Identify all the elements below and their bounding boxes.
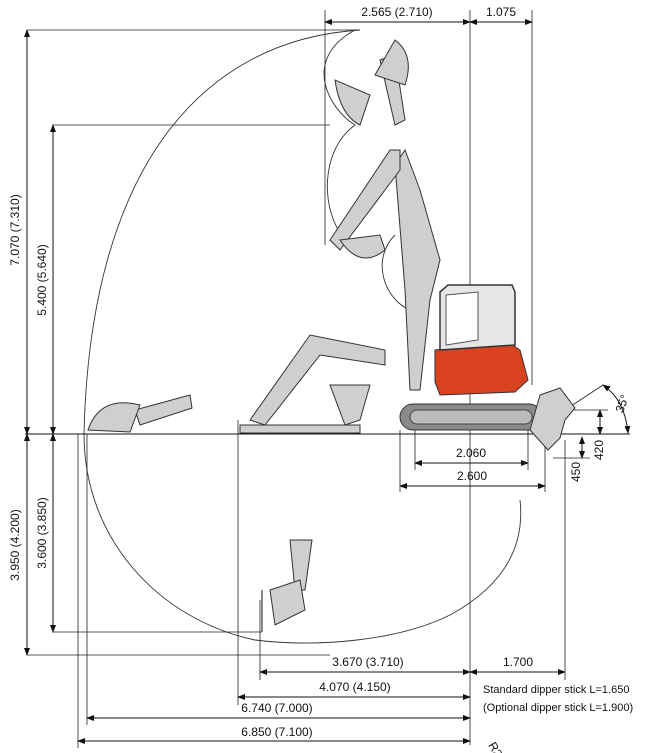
dim-top-tail: 1.075	[486, 5, 516, 19]
dim-radius-label: R2	[485, 740, 505, 753]
bucket-top	[334, 39, 409, 126]
arm-deep	[289, 539, 313, 591]
bucket-raised	[339, 234, 386, 259]
dim-tail-radius: 1.700	[503, 655, 533, 669]
dim-max-digging-depth: 3.950 (4.200)	[8, 509, 22, 580]
note-standard-stick: Standard dipper stick L=1.650	[483, 684, 629, 696]
dim-blade-angle: 35°	[613, 393, 632, 415]
dim-reach-at-depth: 4.070 (4.150)	[319, 680, 390, 694]
dim-vertical-wall-depth: 3.600 (3.850)	[35, 497, 49, 568]
inner-arc	[323, 29, 356, 241]
dim-top-reach: 2.565 (2.710)	[361, 5, 432, 19]
boom	[394, 148, 441, 391]
dim-blade-lift: 420	[592, 440, 606, 460]
dim-max-digging-height: 7.070 (7.310)	[8, 194, 22, 265]
working-range-envelope	[83, 29, 522, 644]
boom-low	[249, 334, 386, 426]
dim-track-inner: 2.060	[456, 446, 486, 460]
dim-min-front-radius: 3.670 (3.710)	[332, 655, 403, 669]
blade	[529, 387, 576, 451]
bucket-low	[329, 384, 371, 426]
dim-max-dumping-height: 5.400 (5.640)	[35, 244, 49, 315]
bucket-far	[87, 402, 141, 433]
note-optional-stick: (Optional dipper stick L=1.900)	[483, 702, 633, 714]
dim-blade-drop: 450	[569, 462, 583, 482]
dim-max-reach: 6.850 (7.100)	[241, 725, 312, 739]
arm-raised	[329, 149, 401, 251]
arm-far	[134, 394, 193, 426]
dump-arc	[381, 234, 411, 311]
excavator-machine	[87, 39, 576, 632]
dim-reach-at-ground: 6.740 (7.000)	[241, 701, 312, 715]
dim-track-outer: 2.600	[457, 469, 487, 483]
bucket-deep	[269, 579, 306, 626]
